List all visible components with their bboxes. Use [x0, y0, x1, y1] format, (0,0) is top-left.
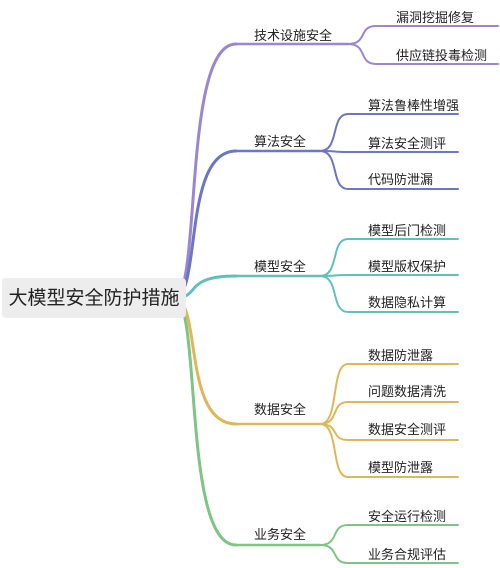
leaf-connector [319, 363, 459, 425]
leaf-connector [319, 274, 459, 277]
branch-label: 业务安全 [254, 528, 307, 543]
leaf-label: 问题数据清洗 [368, 385, 447, 400]
leaf-label: 数据防泄露 [368, 349, 434, 364]
leaf-connector [319, 524, 459, 546]
leaf-label: 模型版权保护 [368, 260, 447, 275]
leaf-label: 漏洞挖掘修复 [396, 11, 475, 26]
leaf-connector [319, 544, 459, 564]
leaf-label: 算法鲁棒性增强 [368, 99, 460, 114]
leaf-connector [319, 113, 459, 152]
branch-label: 技术设施安全 [254, 29, 333, 44]
leaf-connector [347, 25, 499, 45]
leaf-label: 代码防泄漏 [368, 173, 434, 188]
branch-label: 数据安全 [254, 403, 307, 418]
branch-label: 模型安全 [254, 260, 307, 275]
leaf-connector [319, 423, 459, 478]
branch-label: 算法安全 [254, 135, 307, 150]
leaf-connector [319, 238, 459, 277]
leaf-connector [347, 43, 499, 65]
leaf-label: 业务合规评估 [368, 548, 447, 563]
leaf-connector [319, 150, 459, 190]
leaf-connector [319, 275, 459, 313]
leaf-label: 模型后门检测 [368, 224, 447, 239]
root-branch-connector [172, 42, 238, 300]
leaf-label: 数据安全测评 [368, 423, 447, 438]
leaf-connector [319, 401, 459, 425]
leaf-label: 供应链投毒检测 [396, 49, 488, 64]
leaf-label: 算法安全测评 [368, 137, 447, 152]
leaf-label: 安全运行检测 [368, 510, 447, 525]
leaf-label: 模型防泄露 [368, 461, 434, 476]
leaf-label: 数据隐私计算 [368, 296, 447, 311]
root-node: 大模型安全防护措施 [2, 278, 186, 318]
